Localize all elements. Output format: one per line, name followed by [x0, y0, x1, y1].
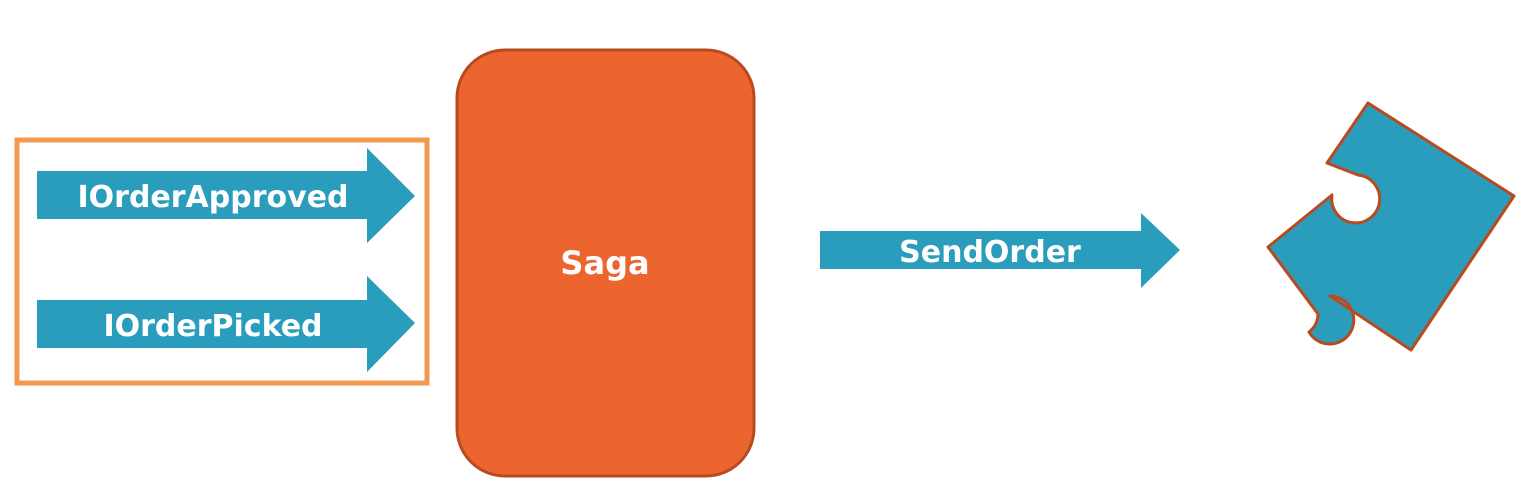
saga-box — [455, 48, 756, 478]
message-label-order-approved: IOrderApproved — [77, 180, 348, 215]
command-arrow-send-order: SendOrder — [820, 213, 1180, 288]
saga-block: Saga — [455, 48, 756, 478]
puzzle-piece-shape — [1266, 101, 1516, 352]
puzzle-piece-icon — [1266, 101, 1516, 352]
arrow-right-icon — [37, 148, 415, 243]
command-label-send-order: SendOrder — [899, 235, 1081, 270]
message-label-order-picked: IOrderPicked — [103, 309, 322, 344]
incoming-messages-box — [14, 137, 430, 386]
arrow-right-icon — [820, 213, 1180, 288]
saga-label: Saga — [560, 244, 649, 282]
message-arrow-order-picked: IOrderPicked — [37, 276, 415, 372]
arrow-right-icon — [37, 276, 415, 372]
message-arrow-order-approved: IOrderApproved — [37, 148, 415, 243]
